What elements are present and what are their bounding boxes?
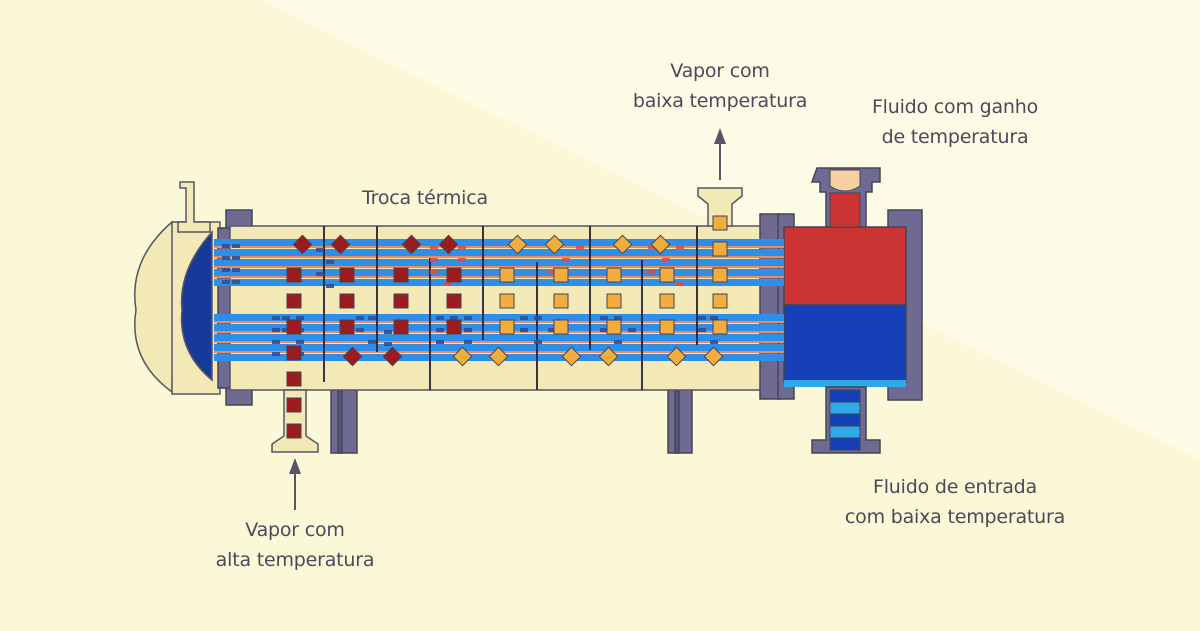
label-fluid-in-line2: com baixa temperatura	[844, 506, 1066, 528]
cold-fluid-strip	[784, 380, 906, 387]
steam-in-arrow	[289, 458, 301, 510]
label-steam-out: Vapor com baixa temperatura	[620, 56, 820, 116]
label-steam-out-line2: baixa temperatura	[632, 90, 808, 112]
label-fluid-in: Fluido de entrada com baixa temperatura	[835, 472, 1075, 532]
cold-fluid-channel	[783, 304, 907, 383]
baffles	[323, 226, 698, 390]
label-steam-in-line2: alta temperatura	[215, 549, 375, 571]
label-heat-exchange: Troca térmica	[362, 187, 488, 209]
label-steam-in: Vapor com alta temperatura	[195, 515, 395, 575]
hot-fluid-nozzle-top	[829, 169, 861, 192]
label-steam-in-line1: Vapor com	[245, 519, 345, 541]
steam-inlet-nozzle	[271, 389, 319, 453]
label-steam-out-line1: Vapor com	[670, 60, 770, 82]
label-fluid-heated-line2: de temperatura	[881, 126, 1029, 148]
steam-outlet-nozzle	[697, 187, 743, 227]
label-fluid-in-line1: Fluido de entrada	[873, 476, 1037, 498]
head-vent-nozzle	[177, 181, 211, 233]
tube-bundle-top	[214, 239, 784, 286]
label-fluid-heated: Fluido com ganho de temperatura	[850, 92, 1060, 152]
cold-fluid-nozzle	[829, 389, 861, 451]
hot-fluid-channel	[783, 226, 907, 306]
warm-steam-particles	[452, 215, 728, 367]
tubesheet-dome	[180, 230, 213, 382]
steam-out-arrow	[714, 128, 726, 180]
label-fluid-heated-line1: Fluido com ganho	[871, 96, 1039, 118]
front-head	[134, 221, 175, 394]
hot-steam-particles	[286, 234, 462, 439]
hot-fluid-nozzle	[829, 192, 861, 228]
